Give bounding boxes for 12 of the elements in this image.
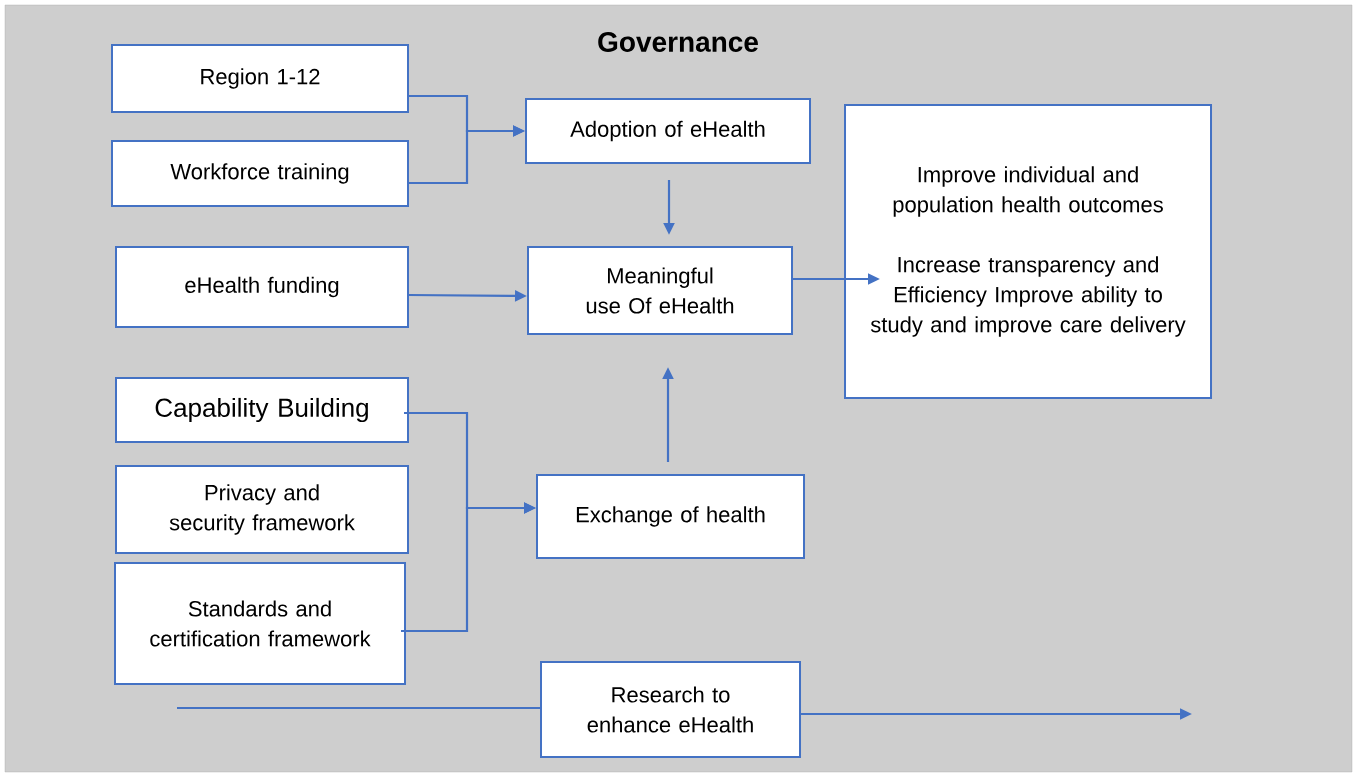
box: Adoption of eHealth	[525, 98, 811, 164]
box: eHealth funding	[115, 246, 409, 328]
box: Standards and certification framework	[114, 562, 406, 685]
box: Workforce training	[111, 140, 409, 207]
title: Governance	[598, 32, 758, 52]
box: Improve individual and population health outcomes Increase transparency and Efficiency Improve ability to study and improve care delivery	[844, 104, 1212, 399]
box: Research to enhance eHealth	[540, 661, 801, 758]
box: Exchange of health	[536, 474, 805, 559]
box: Privacy and security framework	[115, 465, 409, 554]
box: Capability Building	[115, 377, 409, 443]
box: Meaningful use Of eHealth	[527, 246, 793, 335]
box: Region 1-12	[111, 44, 409, 113]
